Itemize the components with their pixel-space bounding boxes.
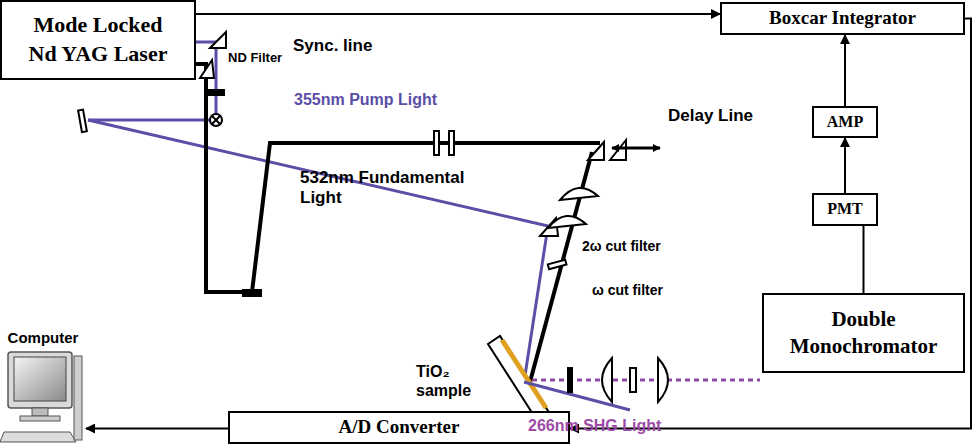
node-text: AMP	[827, 112, 863, 133]
signal-line	[844, 138, 846, 193]
reflected-beam	[524, 382, 630, 410]
node-text: Boxcar Integrator	[769, 6, 916, 31]
boxcar-box: Boxcar Integrator	[720, 2, 965, 35]
sample-plate	[488, 336, 550, 422]
beam-label: 532nm Fundamental Light	[300, 168, 490, 209]
pump-beam	[88, 42, 548, 382]
beam-label: 355nm Pump Light	[294, 90, 437, 109]
crossed-polarization	[210, 114, 222, 126]
computer-icon	[0, 352, 82, 442]
signal-line	[863, 226, 865, 293]
filter-label: ω cut filter	[592, 282, 663, 299]
collection-optics	[568, 358, 668, 402]
signal-line	[570, 19, 971, 429]
sample-label: TiO₂ sample	[416, 362, 486, 400]
focus-lenses	[548, 188, 598, 269]
amp-box: AMP	[812, 106, 878, 138]
converter-box: A/D Converter	[228, 411, 570, 444]
computer-node: Computer	[0, 328, 86, 444]
node-text: Double Monochromator	[776, 306, 951, 361]
monochromator-box: Double Monochromator	[762, 293, 965, 373]
delay-arrow	[612, 147, 660, 150]
edge-label: Sync. line	[293, 36, 372, 56]
filter-label: ND Filter	[228, 50, 282, 66]
pmt-box: PMT	[812, 193, 878, 226]
signal-line	[844, 35, 846, 106]
laser-box: Mode Locked Nd YAG Laser	[0, 0, 196, 80]
signal-line	[86, 428, 228, 430]
fundamental-beam	[196, 64, 600, 382]
shg-beam	[532, 379, 760, 382]
node-text: Mode Locked Nd YAG Laser	[23, 11, 173, 68]
filter-label: 2ω cut filter	[582, 238, 661, 255]
part-label: Delay Line	[668, 106, 753, 126]
beam-label: 266nm SHG Light	[528, 416, 661, 435]
node-text: Computer	[8, 328, 79, 348]
signal-line	[196, 13, 720, 15]
node-text: A/D Converter	[339, 415, 460, 440]
node-text: PMT	[827, 199, 863, 220]
